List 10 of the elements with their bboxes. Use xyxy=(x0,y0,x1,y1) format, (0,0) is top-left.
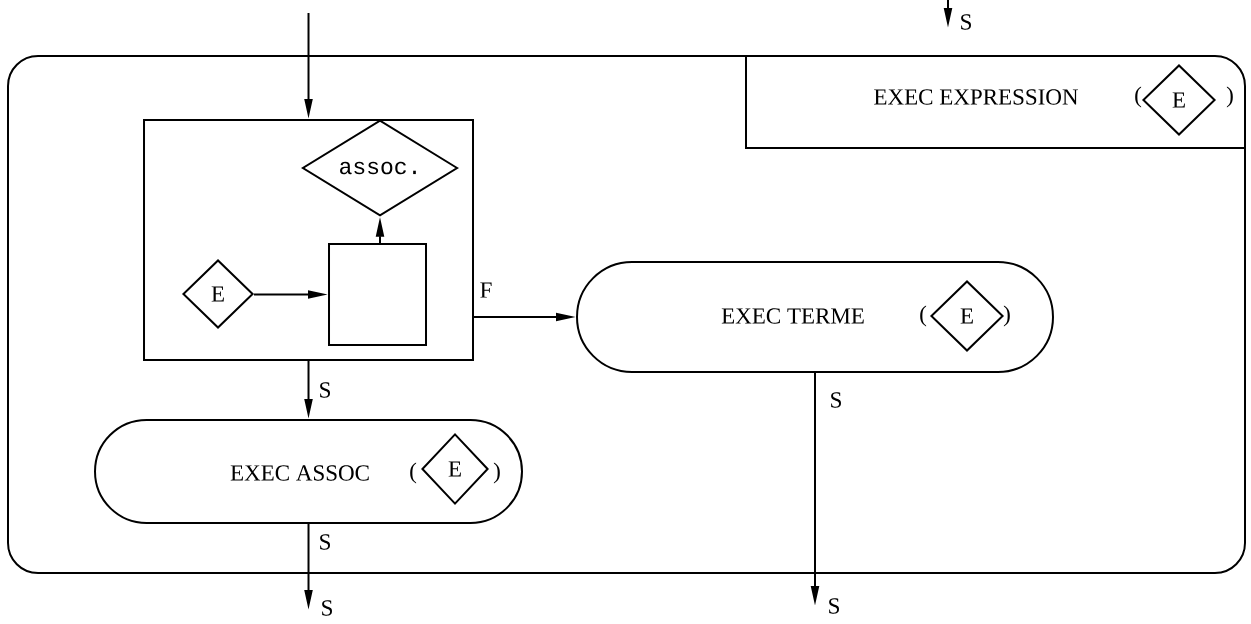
frame-box xyxy=(7,55,1246,574)
edge-label: S xyxy=(317,381,333,399)
branch-label: S xyxy=(322,600,332,616)
process-box xyxy=(328,243,427,346)
process-box xyxy=(143,119,474,361)
edge-label: S xyxy=(828,391,844,409)
edge-label: S xyxy=(317,533,333,551)
edge-label: F xyxy=(478,281,494,299)
branch-label: S xyxy=(961,14,971,30)
branch-label: S xyxy=(829,598,839,614)
